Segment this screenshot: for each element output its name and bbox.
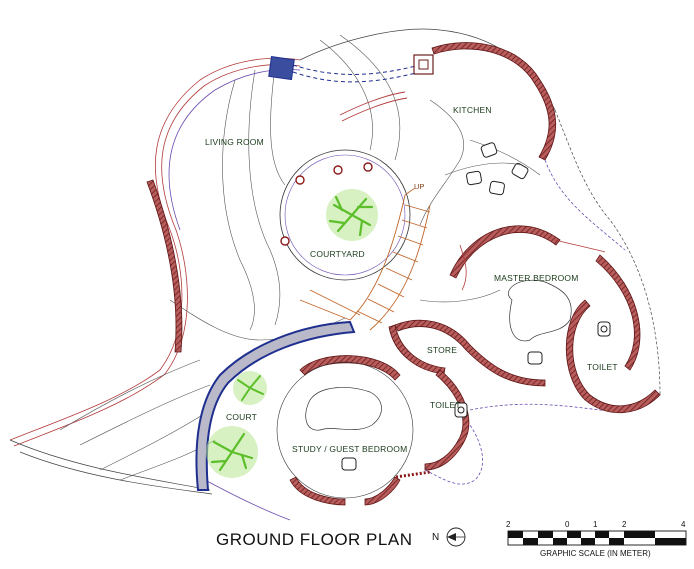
study-outline	[276, 361, 414, 499]
study-toilet-fixture	[454, 402, 468, 418]
scale-tick-3: 2	[622, 520, 627, 529]
master-chair	[527, 351, 543, 365]
site-outline	[9, 28, 661, 521]
scale-tick-0: 2	[506, 520, 511, 529]
label-store: STORE	[427, 345, 457, 355]
north-arrow: N	[432, 527, 466, 547]
floor-contours	[59, 34, 541, 481]
master-toilet-fixture	[597, 321, 611, 337]
label-living-room: LIVING ROOM	[205, 137, 264, 147]
label-toilet-master: TOILET	[587, 362, 618, 372]
study-chair	[341, 457, 357, 471]
courtyard-circle	[279, 149, 411, 281]
label-kitchen: KITCHEN	[453, 105, 492, 115]
top-window-arcs	[292, 64, 421, 83]
scale-tick-2: 1	[593, 520, 598, 529]
courtyard-columns	[280, 162, 373, 246]
staircase	[299, 194, 431, 331]
label-toilet-study: TOILET	[430, 400, 461, 410]
tree-court-top	[233, 371, 267, 405]
label-master-bedroom: MASTER BEDROOM	[494, 273, 579, 283]
study-bed	[305, 387, 382, 431]
scale-tick-1: 0	[565, 520, 570, 529]
dashed-boundaries	[424, 159, 626, 485]
scale-bar: 2 0 1 2 4 GRAPHIC SCALE (IN METER)	[506, 520, 687, 558]
scale-caption: GRAPHIC SCALE (IN METER)	[540, 549, 651, 558]
tree-courtyard	[326, 189, 378, 241]
kitchen-chairs	[466, 142, 529, 196]
label-study: STUDY / GUEST BEDROOM	[292, 444, 407, 454]
north-label: N	[432, 532, 439, 543]
plan-title: GROUND FLOOR PLAN	[216, 530, 412, 549]
study-steps	[395, 470, 431, 479]
scale-tick-4: 4	[681, 520, 686, 529]
master-bed	[508, 279, 572, 342]
pillar-square	[413, 54, 434, 75]
label-courtyard: COURTYARD	[310, 249, 365, 259]
pillar-blue	[268, 56, 295, 81]
living-kitchen-rail	[339, 91, 406, 116]
court-wall-blue	[195, 320, 356, 491]
tree-court-bottom	[206, 426, 258, 478]
walls	[146, 42, 661, 506]
label-up: UP	[414, 182, 424, 191]
label-court: COURT	[226, 412, 257, 422]
